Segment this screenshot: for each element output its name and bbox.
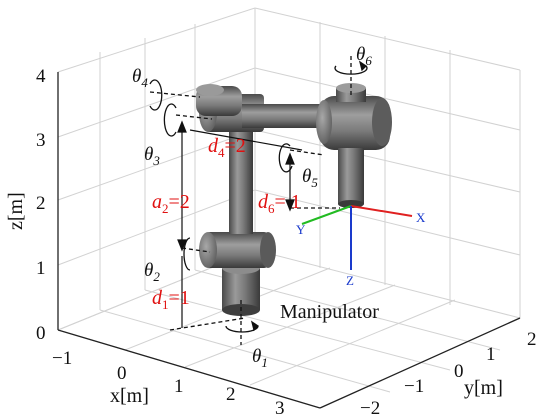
frame-x-label: X xyxy=(416,210,426,225)
x-tick: 2 xyxy=(226,384,236,405)
x-tick: 3 xyxy=(275,398,285,419)
y-tick-labels: −2 −1 0 1 2 xyxy=(360,329,537,419)
y-tick: 1 xyxy=(486,344,496,365)
theta-3-label: θ3 xyxy=(144,144,160,168)
theta-4-label: θ4 xyxy=(132,66,148,90)
frame-y-axis xyxy=(301,205,352,225)
end-effector-frame xyxy=(301,205,413,270)
theta-6-label: θ6 xyxy=(356,44,372,68)
param-a2-label: a2=2 xyxy=(152,191,190,216)
param-d6-label: d6= 1 xyxy=(258,191,301,216)
param-d4-label: d4=2 xyxy=(208,135,246,160)
theta-1-label: θ1 xyxy=(252,346,268,370)
axis-lines xyxy=(57,72,521,409)
y-axis-label: y[m] xyxy=(464,377,503,399)
x-tick-labels: −1 0 1 2 3 xyxy=(52,348,285,419)
joint-axes-dashed xyxy=(149,56,352,345)
theta-5-label: θ5 xyxy=(302,166,318,190)
x-tick: 0 xyxy=(117,363,127,384)
rotation-arcs xyxy=(149,60,368,333)
y-tick: −1 xyxy=(404,376,424,397)
frame-x-axis xyxy=(350,205,413,217)
theta-2-label: θ2 xyxy=(144,260,160,284)
manipulator-label: Manipulator xyxy=(280,301,379,323)
x-axis-label: x[m] xyxy=(110,385,149,407)
x-tick: −1 xyxy=(52,348,72,369)
param-d1-label: d1=1 xyxy=(152,287,190,312)
z-tick: 1 xyxy=(36,258,46,279)
y-tick: −2 xyxy=(360,398,380,419)
z-tick-labels: 0 1 2 3 4 xyxy=(36,66,46,344)
frame-y-label: Y xyxy=(296,222,306,237)
y-tick: 2 xyxy=(527,329,537,350)
z-axis-label: z[m] xyxy=(5,192,27,230)
z-tick: 2 xyxy=(36,193,46,214)
frame-z-label: Z xyxy=(346,273,354,288)
z-tick: 4 xyxy=(36,66,46,87)
dimension-arrows xyxy=(177,120,340,328)
z-tick: 3 xyxy=(36,130,46,151)
y-tick: 0 xyxy=(454,361,464,382)
z-tick: 0 xyxy=(36,323,46,344)
x-tick: 1 xyxy=(174,376,184,397)
